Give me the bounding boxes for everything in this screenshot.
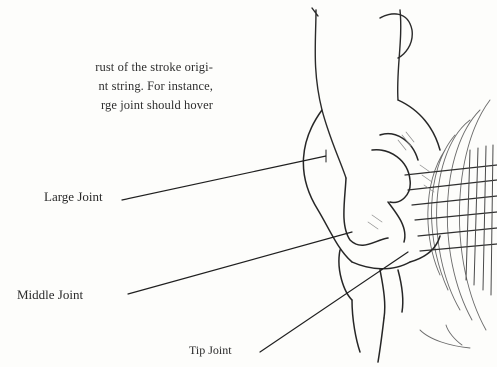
leader-large-joint [122,156,326,200]
paragraph-line: rust of the stroke origi- [0,58,215,77]
leader-middle-joint [128,232,352,294]
label-large-joint: Large Joint [44,189,103,205]
label-tip-joint: Tip Joint [189,343,232,358]
hand [303,100,440,362]
paragraph-excerpt: rust of the stroke origi- nt string. For… [0,58,215,115]
leader-lines [122,156,408,352]
paragraph-line: nt string. For instance, [0,77,215,96]
paragraph-line: rge joint should hover [0,96,215,115]
guitar-strings [405,165,497,251]
soundhole-rings [420,100,490,348]
forearm [312,8,412,178]
label-middle-joint: Middle Joint [17,287,83,303]
shading-hatch [368,132,434,229]
leader-tip-joint [260,252,408,352]
